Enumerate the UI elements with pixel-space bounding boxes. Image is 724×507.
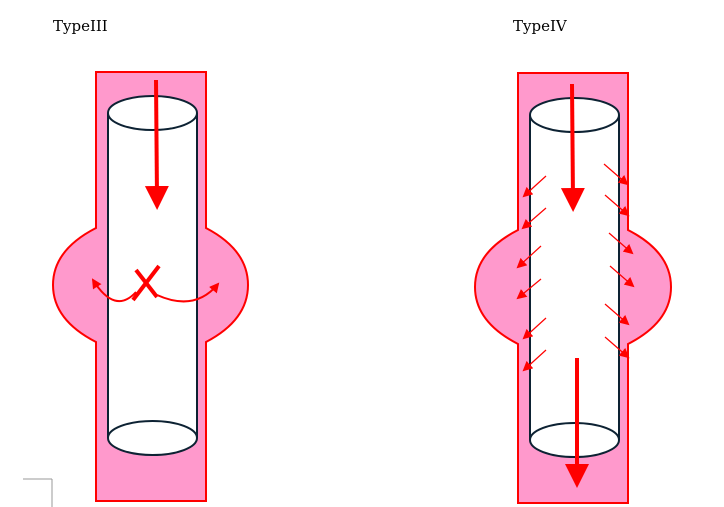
leak-arrows-left <box>516 175 547 372</box>
tube-bottom <box>107 420 198 456</box>
blocked-x-icon <box>131 264 161 302</box>
curved-arrow-right <box>156 282 220 303</box>
type-iii-title: TypeIII <box>53 17 108 35</box>
type-iii-diagram <box>51 71 250 502</box>
flow-arrow <box>144 79 169 210</box>
type-iv-title: TypeIV <box>513 17 567 35</box>
tube-bottom <box>529 422 620 458</box>
tube-top <box>107 95 198 131</box>
flow-arrow-in <box>560 83 585 212</box>
curved-arrow-left <box>91 278 137 303</box>
page-corner-mark <box>23 478 53 507</box>
tube-top <box>529 97 620 133</box>
leak-arrows-right <box>603 163 635 359</box>
type-iv-diagram <box>473 72 673 504</box>
